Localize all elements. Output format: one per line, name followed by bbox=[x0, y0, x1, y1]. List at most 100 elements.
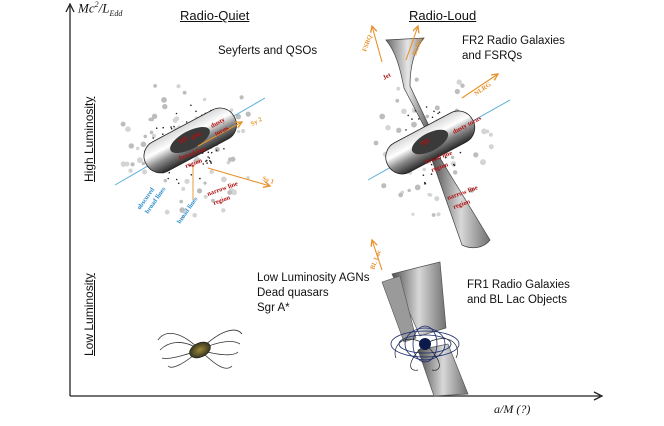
gas-cloud bbox=[176, 84, 181, 89]
label-rl-bh: BH bbox=[420, 137, 432, 148]
gas-cloud bbox=[241, 128, 246, 134]
gas-cloud bbox=[172, 117, 178, 123]
gas-cloud bbox=[140, 141, 147, 148]
label-sy2: Sy 2 bbox=[250, 116, 264, 128]
gas-cloud bbox=[414, 77, 419, 82]
caption-low-lum-line-3: Sgr A* bbox=[257, 302, 290, 314]
gas-cloud bbox=[181, 216, 185, 220]
nlrg-sightline-arrow bbox=[461, 74, 498, 99]
gas-cloud-dense bbox=[185, 121, 188, 123]
sy2-sightline-arrow bbox=[197, 122, 242, 147]
gas-cloud bbox=[401, 108, 407, 115]
caption-fr2: FR2 Radio Galaxies and FSRQs bbox=[462, 34, 565, 64]
y-axis-label-exp: 2 bbox=[94, 0, 99, 9]
gas-cloud-dense bbox=[453, 164, 456, 167]
gas-cloud bbox=[149, 130, 154, 135]
gas-cloud-dense bbox=[173, 125, 175, 128]
row-title-high-luminosity: High Luminosity bbox=[82, 96, 96, 182]
gas-cloud-dense bbox=[206, 159, 208, 162]
gas-cloud bbox=[211, 198, 215, 203]
gas-cloud-dense bbox=[445, 156, 447, 159]
gas-cloud bbox=[434, 196, 440, 202]
gas-cloud-dense bbox=[425, 106, 428, 108]
label-disk: disk bbox=[190, 130, 204, 142]
gas-cloud bbox=[161, 97, 167, 103]
gas-cloud bbox=[246, 176, 250, 180]
fr1-bllac-illustration bbox=[372, 240, 469, 397]
gas-cloud bbox=[414, 184, 421, 191]
upper-jet bbox=[385, 37, 431, 131]
gas-cloud bbox=[434, 105, 440, 111]
gas-cloud-dense bbox=[431, 116, 434, 119]
gas-cloud bbox=[179, 207, 185, 213]
gas-cloud bbox=[135, 146, 140, 151]
y-axis-label-main: Mc bbox=[78, 0, 95, 16]
y-axis-label-tail: /L bbox=[98, 0, 110, 16]
gas-cloud-dense bbox=[207, 151, 210, 154]
column-title-radio-loud: Radio-Loud bbox=[409, 8, 477, 23]
dusty-torus bbox=[143, 107, 237, 174]
gas-cloud-dense bbox=[437, 112, 439, 115]
gas-cloud bbox=[182, 90, 187, 95]
gas-cloud bbox=[162, 103, 168, 110]
gas-cloud-dense bbox=[209, 161, 212, 163]
x-axis-label: a/M (?) bbox=[494, 402, 531, 416]
gas-cloud-dense bbox=[459, 151, 462, 154]
gas-cloud bbox=[228, 157, 233, 162]
caption-fr2-line-2: and FSRQs bbox=[462, 50, 523, 62]
gas-cloud-dense bbox=[167, 177, 169, 180]
gas-cloud-dense bbox=[177, 182, 180, 185]
bllac-sightline-arrow bbox=[372, 240, 383, 271]
gas-cloud bbox=[453, 170, 458, 175]
gas-cloud bbox=[192, 213, 197, 218]
gas-cloud bbox=[125, 126, 131, 132]
gas-cloud bbox=[142, 169, 148, 175]
gas-cloud-dense bbox=[190, 174, 193, 176]
gas-cloud-dense bbox=[418, 118, 420, 120]
gas-cloud bbox=[373, 140, 379, 146]
gas-cloud bbox=[209, 169, 214, 174]
fsrq-sightline-arrow bbox=[372, 26, 383, 63]
gas-cloud bbox=[396, 86, 401, 91]
dusty-torus-rl bbox=[385, 110, 476, 175]
gas-cloud-dense bbox=[430, 163, 433, 166]
gas-cloud bbox=[239, 95, 244, 100]
gas-cloud bbox=[137, 157, 143, 164]
gas-cloud bbox=[411, 121, 417, 128]
gas-cloud-dense bbox=[215, 149, 218, 152]
gas-cloud-dense bbox=[170, 127, 173, 130]
gas-cloud bbox=[221, 176, 227, 183]
gas-cloud bbox=[396, 127, 402, 133]
gas-cloud bbox=[120, 161, 127, 167]
gas-cloud bbox=[379, 113, 386, 120]
gas-cloud-dense bbox=[207, 156, 209, 158]
gas-cloud bbox=[221, 208, 226, 213]
seyfert-agn-illustration bbox=[114, 84, 270, 220]
caption-low-lum-line-1: Low Luminosity AGNs bbox=[257, 272, 370, 284]
gas-cloud bbox=[381, 183, 387, 189]
gas-cloud-dense bbox=[422, 174, 425, 176]
gas-cloud bbox=[480, 159, 486, 166]
gas-cloud-dense bbox=[411, 118, 413, 120]
label-sy1: Sy 1 bbox=[261, 175, 274, 186]
gas-cloud bbox=[151, 113, 158, 120]
gas-cloud bbox=[411, 212, 415, 216]
gas-cloud bbox=[422, 167, 427, 172]
gas-cloud-dense bbox=[407, 114, 410, 117]
gas-cloud-dense bbox=[155, 127, 158, 129]
gas-cloud-dense bbox=[210, 162, 212, 164]
gas-cloud-dense bbox=[195, 110, 197, 113]
gas-cloud bbox=[143, 134, 148, 139]
gas-cloud bbox=[237, 129, 241, 134]
gas-cloud bbox=[431, 213, 436, 217]
gas-cloud bbox=[214, 146, 220, 153]
blrg-sightline-arrow bbox=[405, 26, 418, 61]
row-title-low-luminosity: Low Luminosity bbox=[82, 273, 96, 356]
caption-fr1: FR1 Radio Galaxies and BL Lac Objects bbox=[467, 278, 570, 308]
gas-cloud bbox=[428, 193, 433, 197]
gas-cloud bbox=[473, 152, 479, 158]
caption-seyferts-line-1: Seyferts and QSOs bbox=[218, 45, 318, 57]
gas-cloud-dense bbox=[202, 163, 205, 165]
